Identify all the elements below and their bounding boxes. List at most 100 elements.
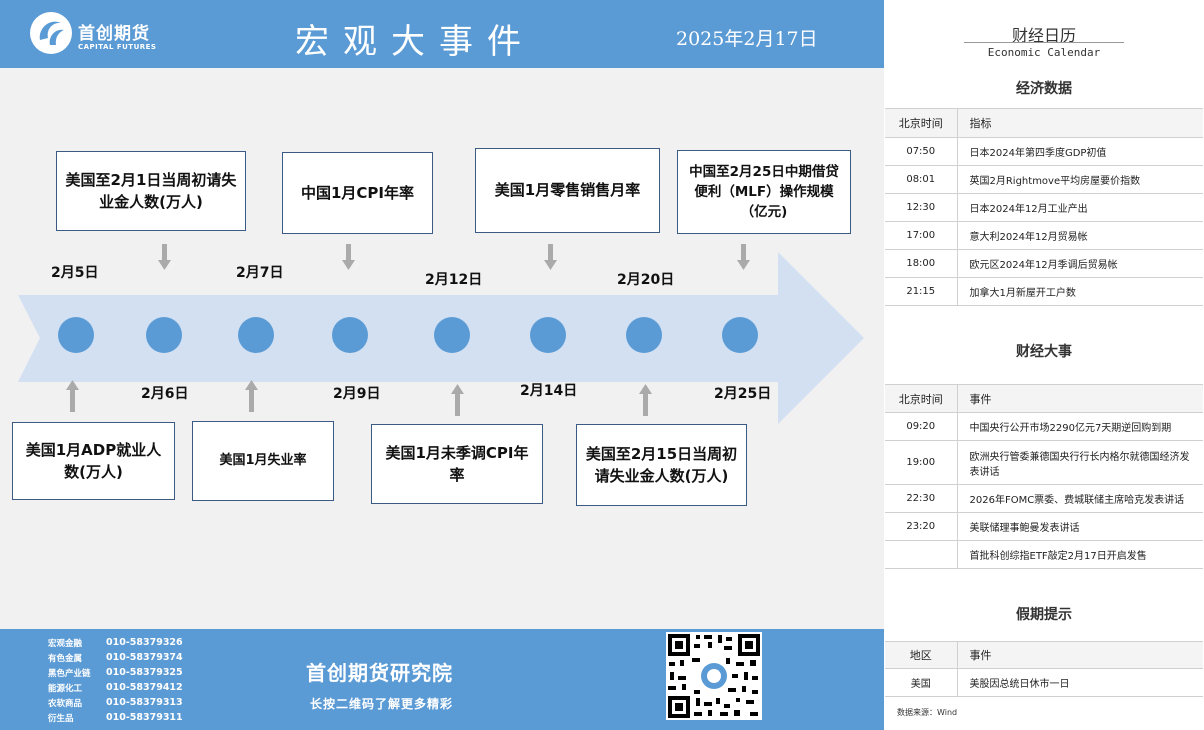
event-box-top-2: 中国1月CPI年率 [282, 152, 433, 234]
table-row: 首批科创综指ETF敲定2月17日开启发售 [885, 540, 1203, 569]
timeline-node [332, 317, 368, 353]
holiday-table: 地区 事件 美国美股因总统日休市一日 [885, 641, 1203, 697]
down-arrows [158, 244, 750, 270]
cell-time: 23:20 [885, 512, 958, 541]
down-arrow-icon [737, 244, 750, 270]
timeline-node [530, 317, 566, 353]
cell-time: 12:30 [885, 193, 958, 222]
down-arrow-icon [544, 244, 557, 270]
table-row: 美国美股因总统日休市一日 [885, 668, 1203, 697]
timeline-node [238, 317, 274, 353]
calendar-subtitle: Economic Calendar [987, 46, 1101, 59]
cell-item: 欧洲央行管委兼德国央行行长内格尔就德国经济发表讲话 [957, 440, 1203, 485]
cell-time: 08:01 [885, 165, 958, 194]
cell-time: 22:30 [885, 484, 958, 513]
qr-code-icon[interactable] [666, 632, 762, 720]
contact-name: 有色金属 [48, 653, 83, 664]
event-box-bottom-2: 美国1月失业率 [192, 421, 334, 501]
logo-text-en: CAPITAL FUTURES [78, 43, 157, 51]
contact-row: 有色金属 010-58379374 [48, 650, 183, 665]
cell-item: 英国2月Rightmove平均房屋要价指数 [957, 165, 1203, 194]
data-source-note: 数据来源：Wind [897, 708, 958, 717]
contact-name: 衍生品 [48, 713, 74, 724]
title-divider [964, 42, 1124, 43]
contact-name: 黑色产业链 [48, 668, 91, 679]
date-label: 2月12日 [425, 272, 483, 288]
contact-phone: 010-58379412 [106, 682, 183, 693]
logo-mark-icon [30, 12, 72, 54]
econ-section-title: 经济数据 [1016, 81, 1072, 97]
cell-item: 2026年FOMC票委、费城联储主席哈克发表讲话 [957, 484, 1203, 513]
contact-phone: 010-58379311 [106, 712, 183, 723]
cell-item: 美股因总统日休市一日 [957, 668, 1203, 697]
table-header-row: 地区 事件 [885, 641, 1203, 669]
col-header-time: 北京时间 [885, 108, 958, 138]
cell-time: 21:15 [885, 277, 958, 306]
cell-item: 意大利2024年12月贸易帐 [957, 221, 1203, 250]
calendar-panel: 财经日历 Economic Calendar 经济数据 北京时间 指标 07:5… [884, 0, 1204, 730]
contact-phone: 010-58379374 [106, 652, 183, 663]
date-label: 2月7日 [236, 265, 284, 281]
timeline-nodes [58, 317, 758, 353]
event-box-bottom-4: 美国至2月15日当周初请失业金人数(万人) [576, 424, 747, 506]
cell-time: 17:00 [885, 221, 958, 250]
event-box-bottom-1: 美国1月ADP就业人数(万人) [12, 422, 175, 500]
page-title: 宏观大事件 [295, 22, 535, 62]
event-box-bottom-3: 美国1月未季调CPI年率 [371, 424, 543, 504]
cell-region: 美国 [885, 668, 958, 697]
cell-item: 欧元区2024年12月季调后贸易帐 [957, 249, 1203, 278]
timeline-graphic [18, 244, 864, 424]
up-arrow-icon [639, 384, 652, 416]
date-label: 2月20日 [617, 272, 675, 288]
down-arrow-icon [342, 244, 355, 270]
event-box-top-1: 美国至2月1日当周初请失业金人数(万人) [56, 151, 246, 231]
timeline-node [722, 317, 758, 353]
up-arrow-icon [245, 380, 258, 412]
cell-item: 中国央行公开市场2290亿元7天期逆回购到期 [957, 412, 1203, 441]
company-logo: 首创期货 CAPITAL FUTURES [28, 10, 157, 58]
table-header-row: 北京时间 指标 [885, 108, 1203, 138]
cell-item: 美联储理事鲍曼发表讲话 [957, 512, 1203, 541]
contact-name: 能源化工 [48, 683, 83, 694]
holiday-section-title: 假期提示 [1016, 607, 1072, 623]
event-box-top-3: 美国1月零售销售月率 [475, 148, 660, 233]
cell-time: 09:20 [885, 412, 958, 441]
up-arrow-icon [66, 380, 79, 412]
col-header-indicator: 指标 [957, 108, 1203, 138]
timeline-panel: 首创期货 CAPITAL FUTURES 宏观大事件 2025年2月17日 [0, 0, 884, 730]
date-label: 2月9日 [333, 386, 381, 402]
contact-name: 农软商品 [48, 698, 83, 709]
col-header-region: 地区 [885, 641, 958, 669]
date-label: 2月14日 [520, 383, 578, 399]
cell-time: 07:50 [885, 137, 958, 166]
cell-item: 加拿大1月新屋开工户数 [957, 277, 1203, 306]
contact-phone: 010-58379326 [106, 637, 183, 648]
contact-row: 能源化工 010-58379412 [48, 680, 183, 695]
table-header-row: 北京时间 事件 [885, 384, 1203, 413]
timeline-node [58, 317, 94, 353]
event-box-top-4: 中国至2月25日中期借贷便利（MLF）操作规模（亿元) [677, 150, 851, 234]
col-header-event: 事件 [957, 641, 1203, 669]
calendar-title: 财经日历 [1011, 26, 1076, 45]
up-arrows [66, 380, 652, 416]
contact-row: 农软商品 010-58379313 [48, 695, 183, 710]
cell-item: 日本2024年12月工业产出 [957, 193, 1203, 222]
date-label: 2月6日 [141, 386, 189, 402]
contact-row: 衍生品 010-58379311 [48, 710, 183, 725]
down-arrow-icon [158, 244, 171, 270]
contact-phone: 010-58379313 [106, 697, 183, 708]
report-date: 2025年2月17日 [676, 28, 818, 50]
